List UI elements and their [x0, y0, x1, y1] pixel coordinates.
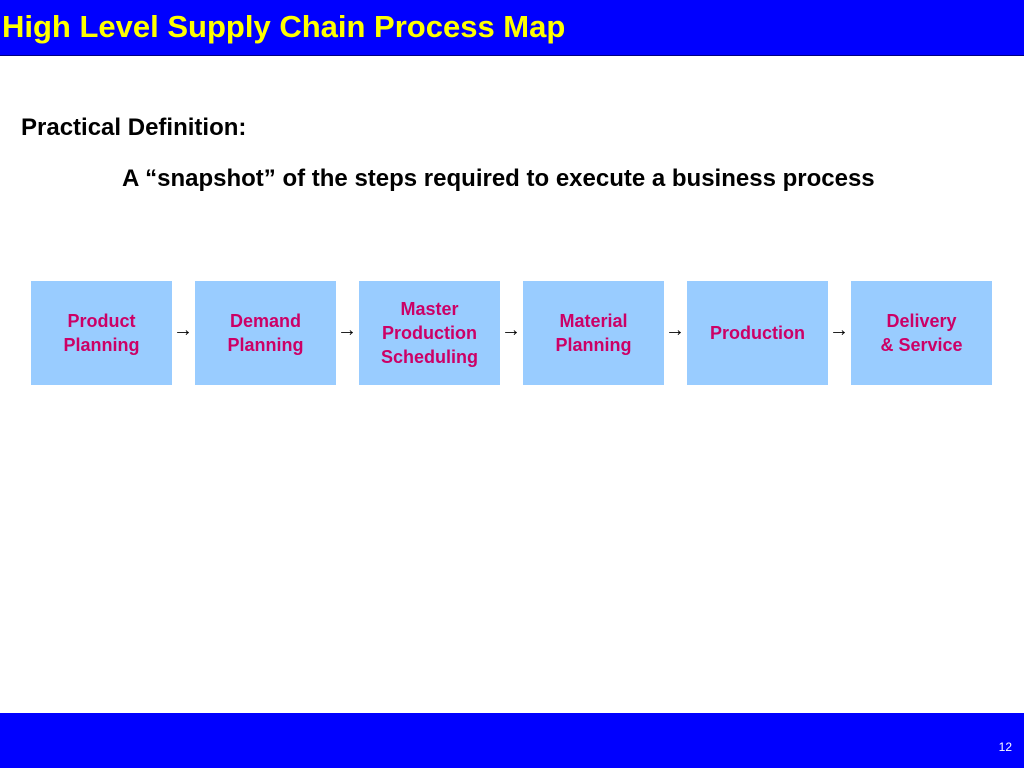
slide-title: High Level Supply Chain Process Map	[2, 9, 566, 44]
process-step-product-planning: Product Planning	[31, 281, 172, 385]
arrow-4: →	[665, 319, 685, 341]
process-step-demand-planning: Demand Planning	[195, 281, 336, 385]
page-number: 12	[998, 740, 1012, 754]
title-bar: High Level Supply Chain Process Map	[0, 0, 1024, 56]
process-step-master-production-scheduling: Master Production Scheduling	[359, 281, 500, 385]
definition-label: Practical Definition:	[21, 114, 247, 141]
footer-bar: 12	[0, 713, 1024, 768]
arrow-3: →	[501, 319, 521, 341]
arrow-2: →	[337, 319, 357, 341]
arrow-5: →	[829, 319, 849, 341]
process-step-delivery-service: Delivery & Service	[851, 281, 992, 385]
process-step-material-planning: Material Planning	[523, 281, 664, 385]
process-step-production: Production	[687, 281, 828, 385]
definition-text: A “snapshot” of the steps required to ex…	[122, 165, 875, 192]
arrow-1: →	[173, 319, 193, 341]
